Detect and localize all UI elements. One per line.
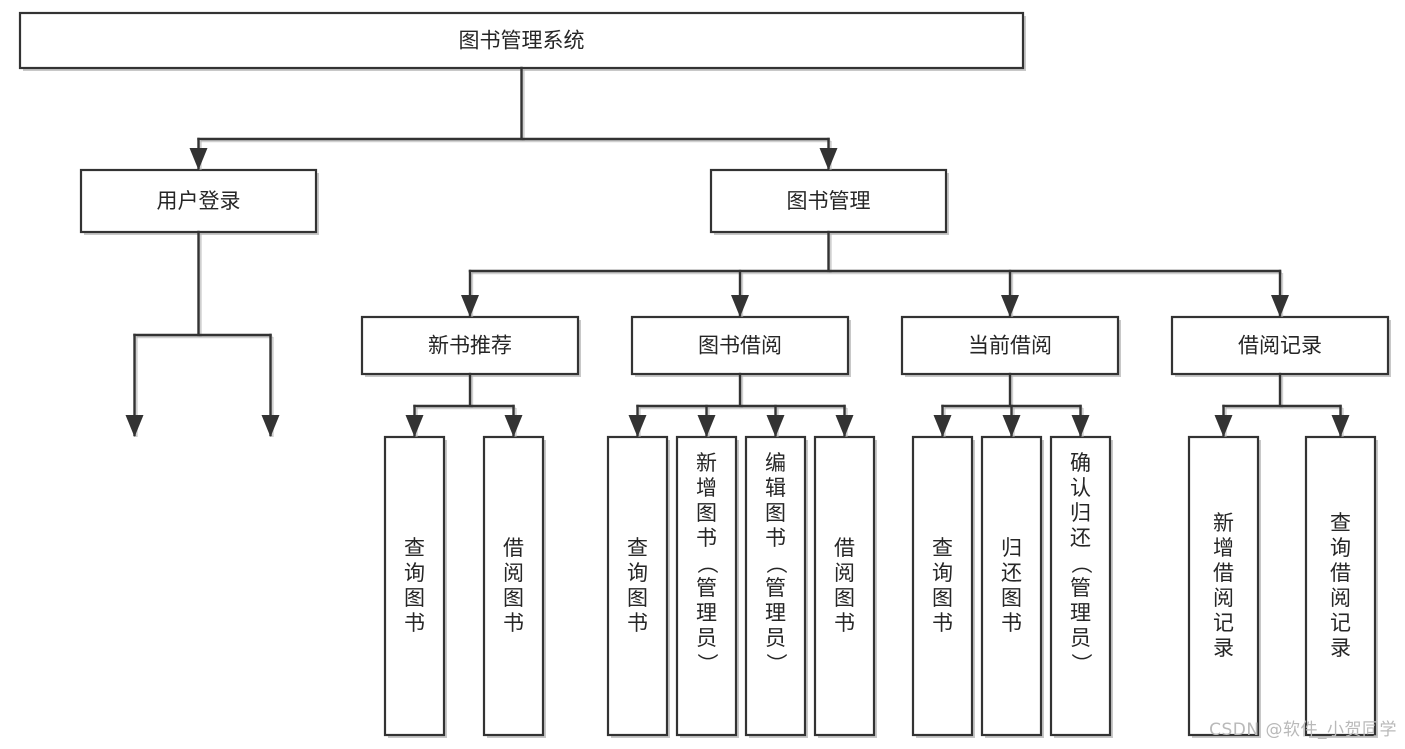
node-查询图书[interactable] xyxy=(606,435,670,738)
arrow-head-icon xyxy=(819,148,838,170)
node-label: 图书管理系统 xyxy=(459,29,585,53)
node-查询图书[interactable] xyxy=(383,435,447,738)
node-借阅图书[interactable] xyxy=(813,435,877,738)
node-border xyxy=(813,435,876,737)
node-用户登录[interactable]: 用户登录 xyxy=(79,168,319,235)
node-新书推荐[interactable]: 新书推荐 xyxy=(360,315,581,377)
arrow-head-icon xyxy=(1002,415,1021,437)
node-label: 用户登录 xyxy=(157,189,241,213)
arrow-head-icon xyxy=(628,415,647,437)
node-借阅图书[interactable] xyxy=(482,435,546,738)
node-label: 图书管理 xyxy=(787,189,871,213)
node-编辑图书管理员[interactable] xyxy=(744,435,808,738)
node-border xyxy=(1304,435,1377,737)
node-border xyxy=(1187,435,1260,737)
watermark-text: CSDN @软件_小贺同学 xyxy=(1209,720,1397,740)
arrow-head-icon xyxy=(697,415,716,437)
arrow-head-icon xyxy=(125,415,144,437)
arrow-head-icon xyxy=(504,415,523,437)
node-借阅记录[interactable]: 借阅记录 xyxy=(1170,315,1391,377)
arrow-head-icon xyxy=(1214,415,1233,437)
node-新增借阅记录[interactable] xyxy=(1187,435,1261,738)
arrow-head-icon xyxy=(405,415,424,437)
node-label: 当前借阅 xyxy=(968,334,1052,358)
arrow-head-icon xyxy=(1001,295,1019,317)
node-border xyxy=(911,435,974,737)
node-border xyxy=(18,11,1025,70)
node-border xyxy=(1170,315,1390,376)
node-label: 新书推荐 xyxy=(428,334,512,358)
arrow-head-icon xyxy=(261,415,280,437)
node-图书管理[interactable]: 图书管理 xyxy=(709,168,949,235)
arrow-head-icon xyxy=(1331,415,1350,437)
node-border xyxy=(980,435,1043,737)
arrow-head-icon xyxy=(461,295,479,317)
node-label: 借阅记录 xyxy=(1238,334,1322,358)
node-label: 图书借阅 xyxy=(698,334,782,358)
node-确认归还管理员[interactable] xyxy=(1049,435,1113,738)
node-border xyxy=(744,435,807,737)
node-查询借阅记录[interactable] xyxy=(1304,435,1378,738)
node-border xyxy=(383,435,446,737)
node-查询图书[interactable] xyxy=(911,435,975,738)
arrow-head-icon xyxy=(731,295,749,317)
node-border xyxy=(482,435,545,737)
arrow-head-icon xyxy=(1071,415,1090,437)
arrow-head-icon xyxy=(835,415,854,437)
node-归还图书[interactable] xyxy=(980,435,1044,738)
node-border xyxy=(675,435,738,737)
arrow-head-icon xyxy=(766,415,785,437)
node-border xyxy=(79,168,318,234)
node-图书管理系统[interactable]: 图书管理系统 xyxy=(18,11,1026,71)
node-新增图书管理员[interactable] xyxy=(675,435,739,738)
node-border xyxy=(606,435,669,737)
arrow-head-icon xyxy=(933,415,952,437)
node-图书借阅[interactable]: 图书借阅 xyxy=(630,315,851,377)
arrow-head-icon xyxy=(1271,295,1289,317)
node-当前借阅[interactable]: 当前借阅 xyxy=(900,315,1121,377)
arrow-head-icon xyxy=(189,148,208,170)
node-border xyxy=(1049,435,1112,737)
